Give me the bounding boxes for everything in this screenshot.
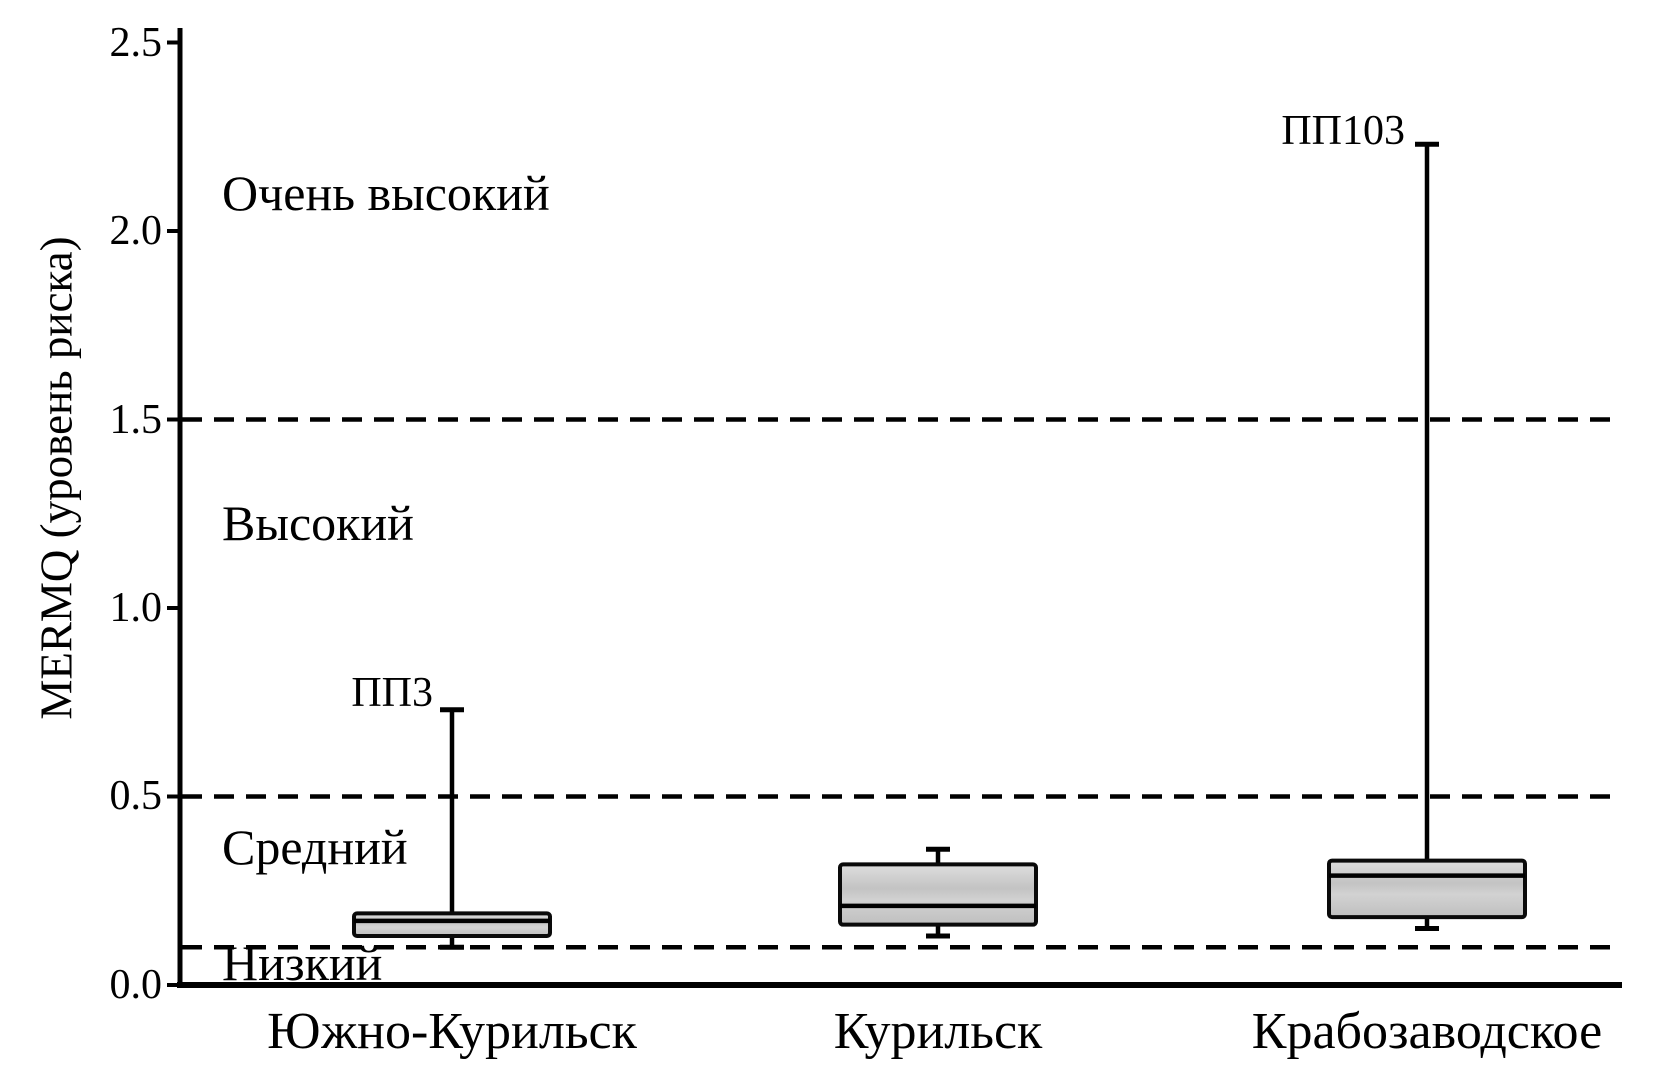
risk-zone-label-low: Низкий: [222, 935, 383, 991]
box-0: [352, 911, 552, 938]
y-tick-label-2.0: 2.0: [109, 208, 163, 254]
y-axis-title: MERMQ (уровень риска): [31, 236, 82, 720]
risk-zone-label-very-high: Очень высокий: [222, 165, 550, 221]
annotation-pp103: ПП103: [1281, 108, 1405, 154]
x-category-label-kurilsk: Курильск: [833, 1003, 1043, 1060]
y-tick-label-0.5: 0.5: [109, 773, 163, 819]
y-tick-label-1.5: 1.5: [109, 397, 163, 443]
y-tick-label-2.5: 2.5: [109, 20, 163, 66]
y-tick-label-0.0: 0.0: [109, 962, 163, 1008]
y-tick-label-1.0: 1.0: [109, 585, 163, 631]
risk-zone-label-medium: Средний: [222, 819, 408, 875]
annotation-pp3: ПП3: [351, 670, 433, 716]
box-1: [838, 862, 1038, 927]
x-category-label-krabozavodskoye: Крабозаводское: [1251, 1003, 1603, 1060]
box-2: [1327, 858, 1527, 920]
x-category-label-yuzhno-kurilsk: Южно-Курильск: [267, 1003, 637, 1060]
risk-zone-label-high: Высокий: [222, 495, 414, 551]
